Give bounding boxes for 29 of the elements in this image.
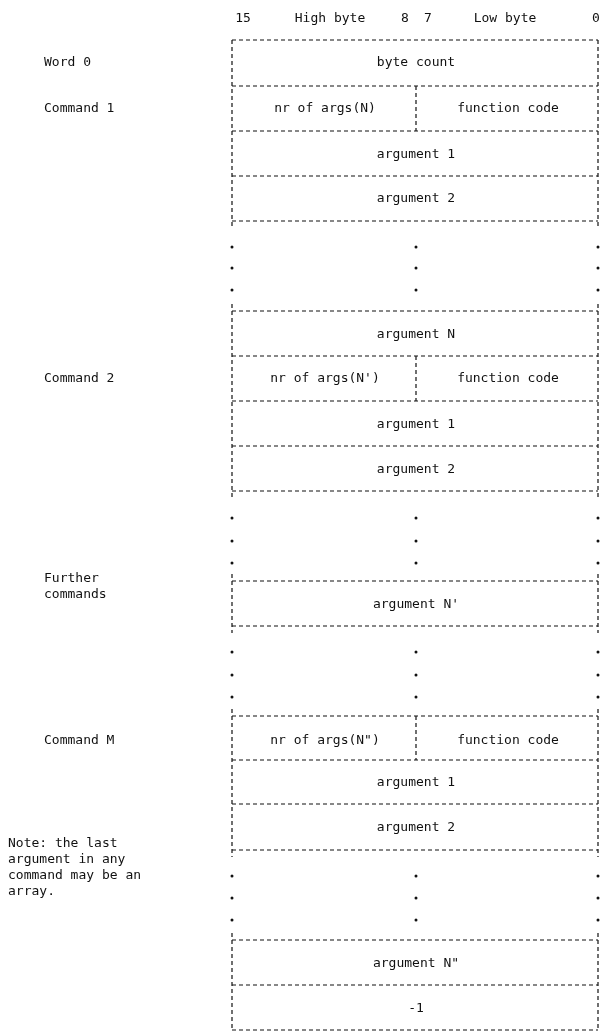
cell-text: argument 1 xyxy=(376,416,456,432)
cell-text: function code xyxy=(457,732,559,748)
row-label: Command M xyxy=(44,732,115,748)
cell-text: -1 xyxy=(408,1000,424,1016)
cell-text: argument N" xyxy=(372,955,460,971)
cell-text: argument N xyxy=(376,326,456,342)
cell-text: argument 2 xyxy=(376,190,456,206)
cell-text: nr of args(N) xyxy=(274,100,376,116)
cell-text: argument 2 xyxy=(376,461,456,477)
row-label: Command 1 xyxy=(44,100,115,116)
cell-text: function code xyxy=(457,370,559,386)
cell-text: function code xyxy=(457,100,559,116)
bit-header: 8 xyxy=(401,10,409,26)
bit-header: 7 xyxy=(424,10,432,26)
cell-text: argument 2 xyxy=(376,819,456,835)
cell-text: nr of args(N") xyxy=(270,732,380,748)
cell-text: byte count xyxy=(376,54,456,70)
bit-header: 15 xyxy=(235,10,251,26)
cell-text: nr of args(N') xyxy=(270,370,380,386)
bit-header: High byte xyxy=(294,10,366,26)
row-label: Command 2 xyxy=(44,370,115,386)
bit-header: 0 xyxy=(592,10,600,26)
cell-text: argument 1 xyxy=(376,774,456,790)
note-text: Note: the last argument in any command may be an array. xyxy=(8,835,143,899)
bit-header: Low byte xyxy=(473,10,537,26)
cell-text: argument 1 xyxy=(376,146,456,162)
row-label: Further commands xyxy=(44,570,108,602)
row-label: Word 0 xyxy=(44,54,91,70)
cell-text: argument N' xyxy=(372,596,460,612)
